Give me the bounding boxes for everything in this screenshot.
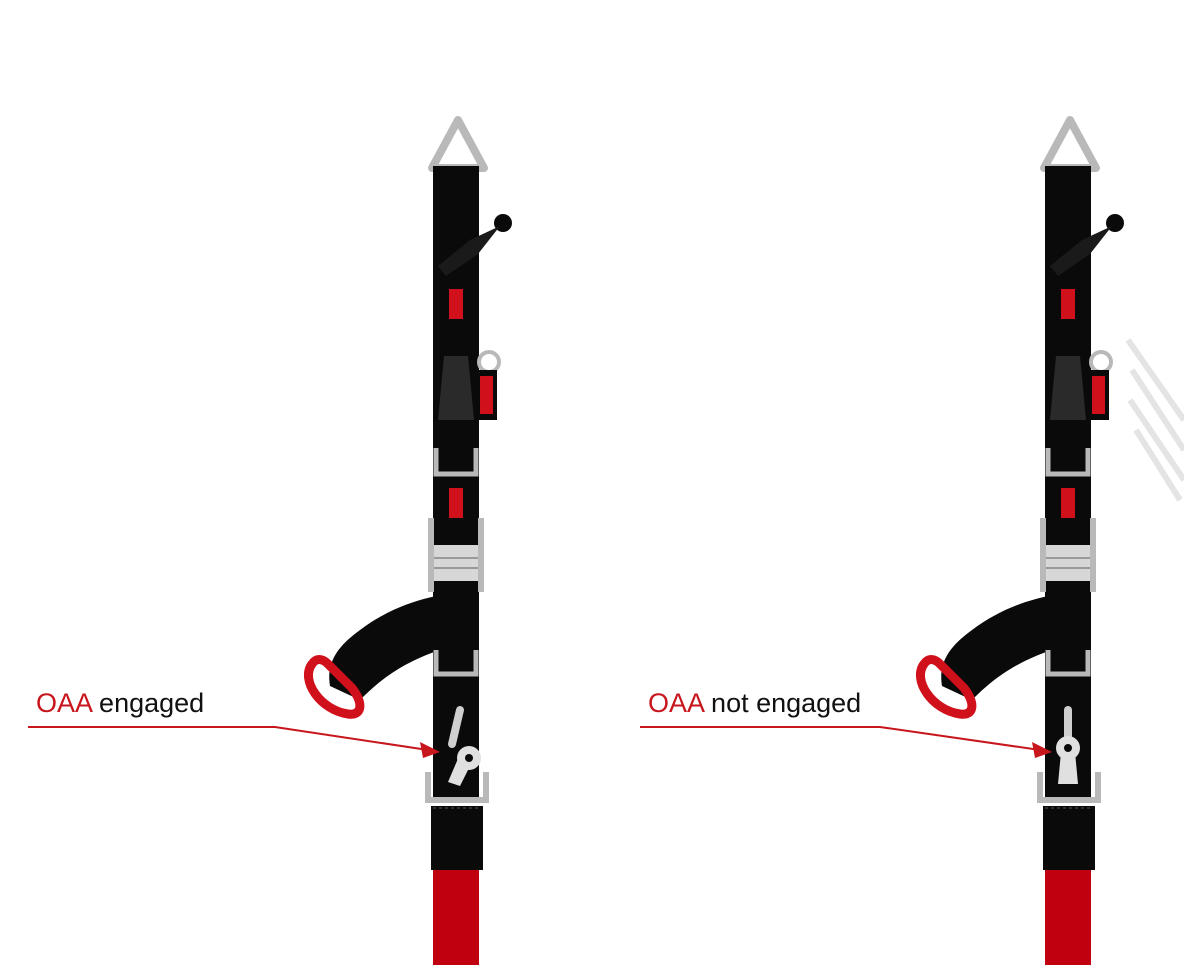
lower-buckle: [425, 772, 489, 803]
buckle-side-left: [428, 518, 434, 592]
riser-left: [303, 116, 512, 965]
connector-block: [431, 806, 483, 870]
red-patch-2: [449, 488, 463, 518]
arrow-line: [640, 726, 1041, 751]
handle-loop-icon: [915, 655, 977, 719]
buckle-box: [1042, 545, 1094, 581]
oaa-lever-hole: [1064, 744, 1072, 752]
buckle-box: [430, 545, 482, 581]
main-webbing: [433, 166, 479, 802]
red-riser-line: [433, 870, 479, 965]
link-triangle-icon: [1040, 116, 1100, 172]
red-patch-1: [449, 289, 463, 319]
label-oaa-engaged: OAA engaged: [36, 690, 204, 717]
arrow-left: [28, 726, 440, 758]
buckle-side-right: [1090, 518, 1096, 592]
label-state-text: engaged: [99, 688, 205, 718]
handle-loop-icon: [303, 655, 365, 719]
label-oaa-prefix: OAA: [36, 688, 92, 718]
ring-keeper-2: [1045, 650, 1091, 677]
oaa-pin: [448, 706, 464, 748]
arrow-line: [28, 726, 429, 751]
small-ring-icon: [1089, 350, 1113, 374]
oaa-lever-arm: [448, 754, 472, 786]
ring-keeper-1: [433, 448, 479, 477]
red-tab-inner: [480, 376, 493, 414]
link-triangle-icon: [428, 116, 488, 172]
label-oaa-not-engaged: OAA not engaged: [648, 690, 861, 717]
keeper-trapezoid: [1050, 356, 1086, 420]
buckle-side-left: [1040, 518, 1046, 592]
oaa-lever-hole: [465, 754, 473, 762]
ring-keeper-2: [433, 650, 479, 677]
toggle-stem: [438, 226, 500, 276]
arrow-head-icon: [1032, 742, 1052, 758]
oaa-lever-arm: [1058, 752, 1078, 784]
small-ring-icon: [477, 350, 501, 374]
riser-right: [915, 116, 1124, 965]
red-patch-2: [1061, 488, 1075, 518]
scribble-mark: [1125, 338, 1184, 502]
arrow-right: [640, 726, 1052, 758]
red-riser-line: [1045, 870, 1091, 965]
label-oaa-prefix: OAA: [648, 688, 704, 718]
red-patch-1: [1061, 289, 1075, 319]
buckle-side-right: [478, 518, 484, 592]
red-tab-inner: [1092, 376, 1105, 414]
connector-block: [1043, 806, 1095, 870]
label-state-text: not engaged: [711, 688, 862, 718]
main-webbing: [1045, 166, 1091, 802]
lower-buckle: [1037, 772, 1101, 803]
side-strap: [329, 590, 476, 700]
side-strap: [941, 590, 1088, 700]
keeper-trapezoid: [438, 356, 474, 420]
ring-keeper-1: [1045, 448, 1091, 477]
toggle-stem: [1050, 226, 1112, 276]
arrow-head-icon: [420, 742, 440, 758]
